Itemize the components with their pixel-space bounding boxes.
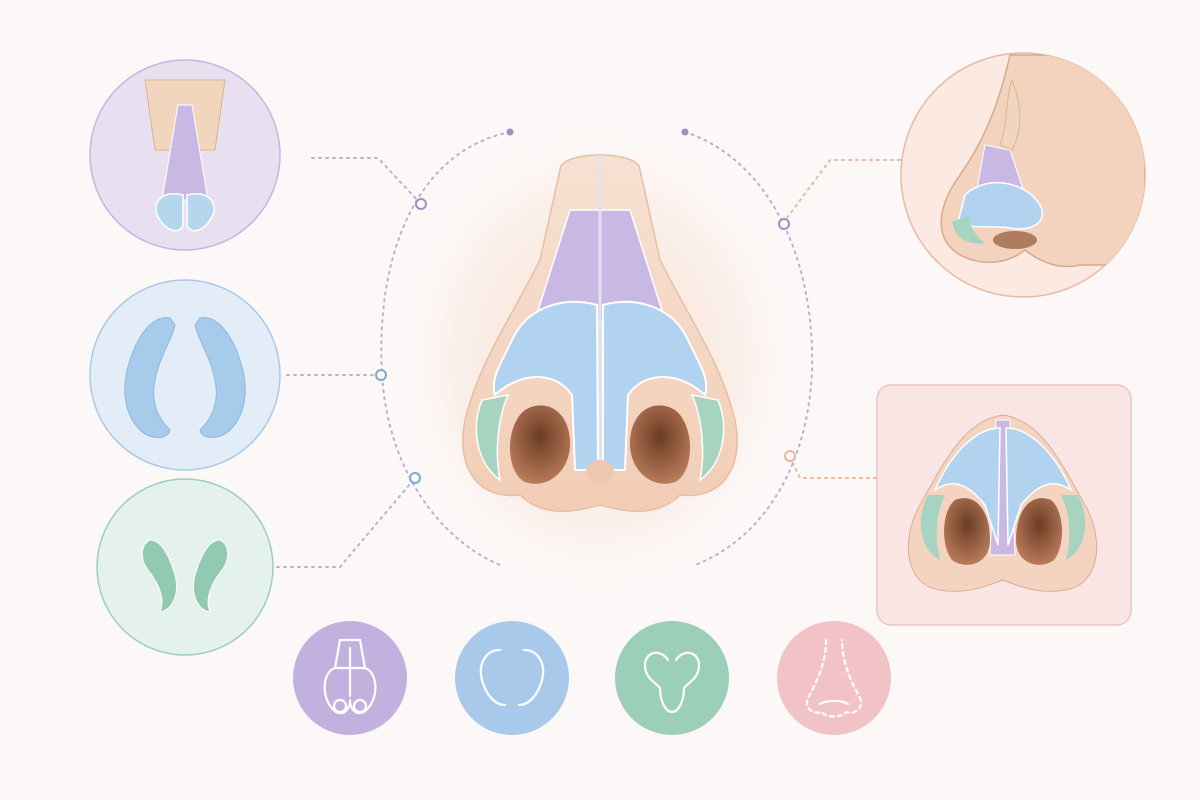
node-dot-top-right [681, 128, 689, 136]
node-dot-top-left [506, 128, 514, 136]
node-purple [415, 198, 427, 210]
basal-lateral-right [1005, 427, 1073, 546]
nostril-left [510, 405, 571, 484]
node-blue [375, 369, 387, 381]
panel-lower-lateral-cartilages [89, 279, 281, 471]
alar-cartilage-icon [615, 621, 729, 735]
basal-nostril-right [1016, 498, 1062, 565]
node-green [409, 472, 421, 484]
icon-row [293, 621, 891, 735]
basal-alar-right [1061, 495, 1086, 560]
lateral-cartilage-small-left [155, 193, 184, 232]
panel-basal-view [876, 384, 1132, 626]
profile-nostril [993, 231, 1037, 249]
central-nose-illustration [393, 125, 803, 595]
lateral-cartilage-right [602, 300, 708, 471]
nostril-right [629, 405, 690, 484]
basal-nostril-left [944, 498, 990, 565]
alar-left [141, 539, 177, 613]
lateral-crus-right [194, 317, 246, 438]
connector-lines [276, 131, 901, 568]
connector-nodes [375, 128, 796, 484]
profile-bone [999, 78, 1021, 151]
lateral-crus-left [124, 317, 176, 438]
panel-frontal-cartilage-view [89, 59, 281, 251]
panel-lateral-profile-view [900, 52, 1146, 298]
profile-alar [952, 215, 985, 244]
connector-green-panel [276, 477, 416, 568]
columella [586, 460, 614, 484]
basal-lateral-left [933, 427, 1001, 546]
alar-tissue-left [475, 393, 510, 482]
lateral-cartilage-left [492, 300, 600, 471]
connector-purple-panel [311, 157, 421, 204]
lower-lateral-cartilage-icon [455, 621, 569, 735]
node-peach [778, 218, 790, 230]
alar-tissue-right [690, 393, 725, 482]
septal-cartilage-icon [293, 621, 407, 735]
connector-peach-panel [783, 159, 901, 223]
basal-alar-left [920, 495, 945, 560]
lateral-cartilage-small-right [186, 193, 215, 232]
orbit-arc-left [380, 131, 511, 566]
nose-outline-icon [777, 621, 891, 735]
profile-lateral-cartilage [957, 181, 1043, 230]
connector-basal-panel [789, 456, 877, 479]
alar-right [193, 539, 229, 613]
panel-alar-cartilages [96, 478, 274, 656]
node-basal [784, 450, 796, 462]
orbit-arc-right [684, 131, 814, 566]
